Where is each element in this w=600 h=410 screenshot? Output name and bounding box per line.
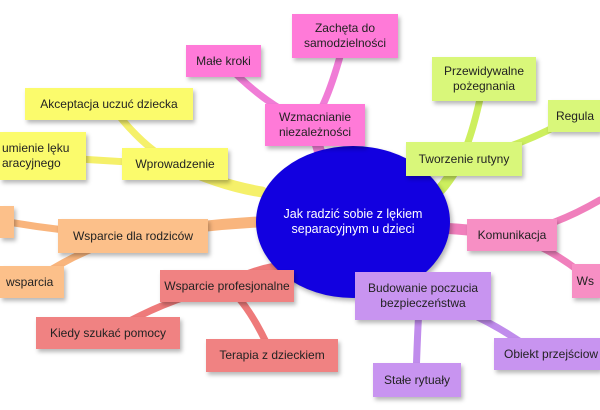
node-obiekt-przejsciowy: Obiekt przejściow xyxy=(494,338,600,370)
node-kiedy-szukac-pomocy: Kiedy szukać pomocy xyxy=(36,317,180,349)
node-tworzenie-rutyny: Tworzenie rutyny xyxy=(406,142,522,176)
node-wsparcia: wsparcia xyxy=(0,266,64,298)
node-akceptacja-uczuc-dziecka: Akceptacja uczuć dziecka xyxy=(25,88,193,120)
node-przewidywalne-pozegnania: Przewidywalne pożegnania xyxy=(432,57,536,101)
node-rozumienie-leku-separacyjnego: umienie lęku aracyjnego xyxy=(0,132,86,180)
node-orange-partial xyxy=(0,206,14,238)
node-wprowadzenie: Wprowadzenie xyxy=(122,148,228,180)
node-zacheta-do-samodzielnosci: Zachęta do samodzielności xyxy=(292,14,398,58)
node-wzmacnianie-niezaleznosci: Wzmacnianie niezależności xyxy=(265,104,365,146)
node-komunikacja: Komunikacja xyxy=(467,219,557,251)
node-male-kroki: Małe kroki xyxy=(186,45,261,77)
node-budowanie-poczucia-bezpieczenstwa: Budowanie poczucia bezpieczeństwa xyxy=(355,272,491,320)
central-topic-label: Jak radzić sobie z lękiem separacyjnym u… xyxy=(283,207,423,236)
node-stale-rytualy: Stałe rytuały xyxy=(373,363,461,397)
node-wsparcie-profesjonalne: Wsparcie profesjonalne xyxy=(160,270,294,302)
node-wsparcie-dla-rodzicow: Wsparcie dla rodziców xyxy=(58,219,208,253)
node-regula: Regula xyxy=(548,100,600,132)
node-terapia-z-dzieckiem: Terapia z dzieckiem xyxy=(206,339,338,372)
node-ws: Ws xyxy=(572,264,600,298)
